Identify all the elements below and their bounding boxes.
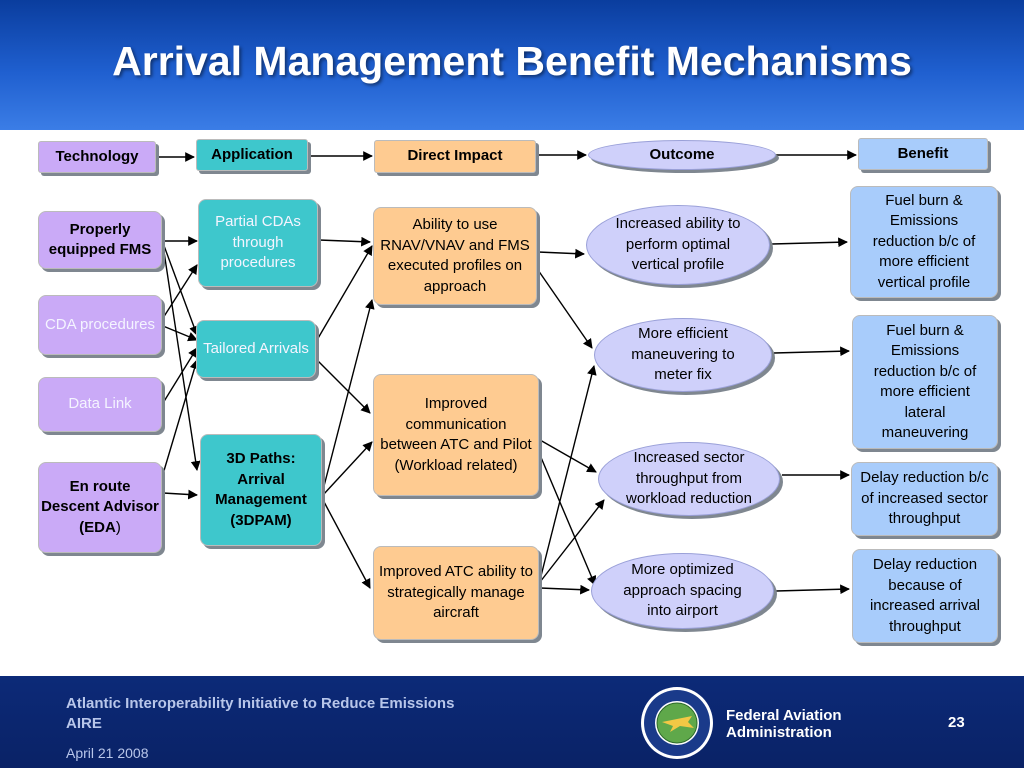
arrow bbox=[322, 499, 371, 589]
initiative-acronym: AIRE bbox=[66, 715, 102, 732]
arrow bbox=[162, 359, 200, 475]
arrow bbox=[773, 346, 850, 357]
outcome-approach-spacing: More optimized approach spacing into air… bbox=[591, 553, 774, 629]
impact-atc-strategic: Improved ATC ability to strategically ma… bbox=[373, 546, 539, 640]
technology-eda: En route Descent Advisor (EDA) bbox=[38, 462, 162, 553]
arrow bbox=[316, 245, 373, 341]
benefit-fuel-vertical: Fuel burn & Emissions reduction b/c of m… bbox=[850, 186, 998, 298]
arrow bbox=[539, 365, 597, 581]
technology-eda-label: En route Descent Advisor (EDA) bbox=[41, 477, 159, 536]
outcome-meter-fix: More efficient maneuvering to meter fix bbox=[594, 318, 772, 392]
outcome-vertical-profile: Increased ability to perform optimal ver… bbox=[586, 205, 770, 285]
impact-rnav-vnav: Ability to use RNAV/VNAV and FMS execute… bbox=[373, 207, 537, 305]
arrow bbox=[162, 264, 198, 319]
arrow bbox=[162, 325, 198, 342]
application-partial-cdas: Partial CDAs through procedures bbox=[198, 199, 318, 287]
technology-fms: Properly equipped FMS bbox=[38, 211, 162, 269]
arrow bbox=[771, 237, 848, 248]
arrow bbox=[162, 244, 201, 471]
header-technology: Technology bbox=[38, 141, 156, 173]
benefit-delay-arrival: Delay reduction because of increased arr… bbox=[852, 549, 998, 643]
arrow bbox=[162, 347, 198, 404]
arrow bbox=[162, 242, 199, 336]
footer: Atlantic Interoperability Initiative to … bbox=[0, 676, 1024, 768]
slide-title: Arrival Management Benefit Mechanisms bbox=[112, 38, 912, 84]
application-tailored-arrivals: Tailored Arrivals bbox=[196, 320, 316, 378]
arrow bbox=[775, 584, 850, 595]
agency-line2: Administration bbox=[726, 724, 832, 741]
impact-communication-note: (Workload related) bbox=[394, 456, 518, 474]
arrow bbox=[316, 359, 371, 414]
arrow bbox=[537, 269, 593, 349]
arrow bbox=[539, 439, 597, 473]
agency-name: Federal Aviation Administration bbox=[726, 707, 842, 741]
footer-initiative: Atlantic Interoperability Initiative to … bbox=[66, 694, 454, 734]
benefit-fuel-lateral: Fuel burn & Emissions reduction b/c of m… bbox=[852, 315, 998, 449]
arrow bbox=[539, 499, 605, 583]
arrow bbox=[537, 248, 585, 259]
initiative-name: Atlantic Interoperability Initiative to … bbox=[66, 695, 455, 712]
header-outcome: Outcome bbox=[588, 140, 776, 170]
benefit-delay-sector: Delay reduction b/c of increased sector … bbox=[851, 462, 998, 536]
header-application: Application bbox=[196, 139, 308, 171]
arrow bbox=[539, 454, 597, 586]
header-direct-impact: Direct Impact bbox=[374, 140, 536, 173]
technology-cda-procedures: CDA procedures bbox=[38, 295, 162, 355]
outcome-sector-throughput: Increased sector throughput from workloa… bbox=[598, 442, 780, 516]
footer-date: April 21 2008 bbox=[66, 745, 149, 761]
header-benefit: Benefit bbox=[858, 138, 988, 170]
agency-line1: Federal Aviation bbox=[726, 707, 842, 724]
arrow bbox=[162, 489, 198, 500]
page-number: 23 bbox=[948, 714, 965, 731]
title-bar: Arrival Management Benefit Mechanisms bbox=[0, 0, 1024, 130]
impact-communication-label: Improved communication between ATC and P… bbox=[380, 395, 532, 453]
arrow bbox=[322, 299, 375, 491]
arrow bbox=[539, 584, 590, 595]
arrow bbox=[318, 236, 371, 247]
technology-data-link: Data Link bbox=[38, 377, 162, 432]
arrow bbox=[322, 441, 373, 496]
impact-communication: Improved communication between ATC and P… bbox=[373, 374, 539, 496]
benefit-diagram: Technology Application Direct Impact Out… bbox=[38, 138, 998, 643]
faa-seal-icon bbox=[641, 687, 713, 759]
application-3dpam: 3D Paths: Arrival Management (3DPAM) bbox=[200, 434, 322, 546]
